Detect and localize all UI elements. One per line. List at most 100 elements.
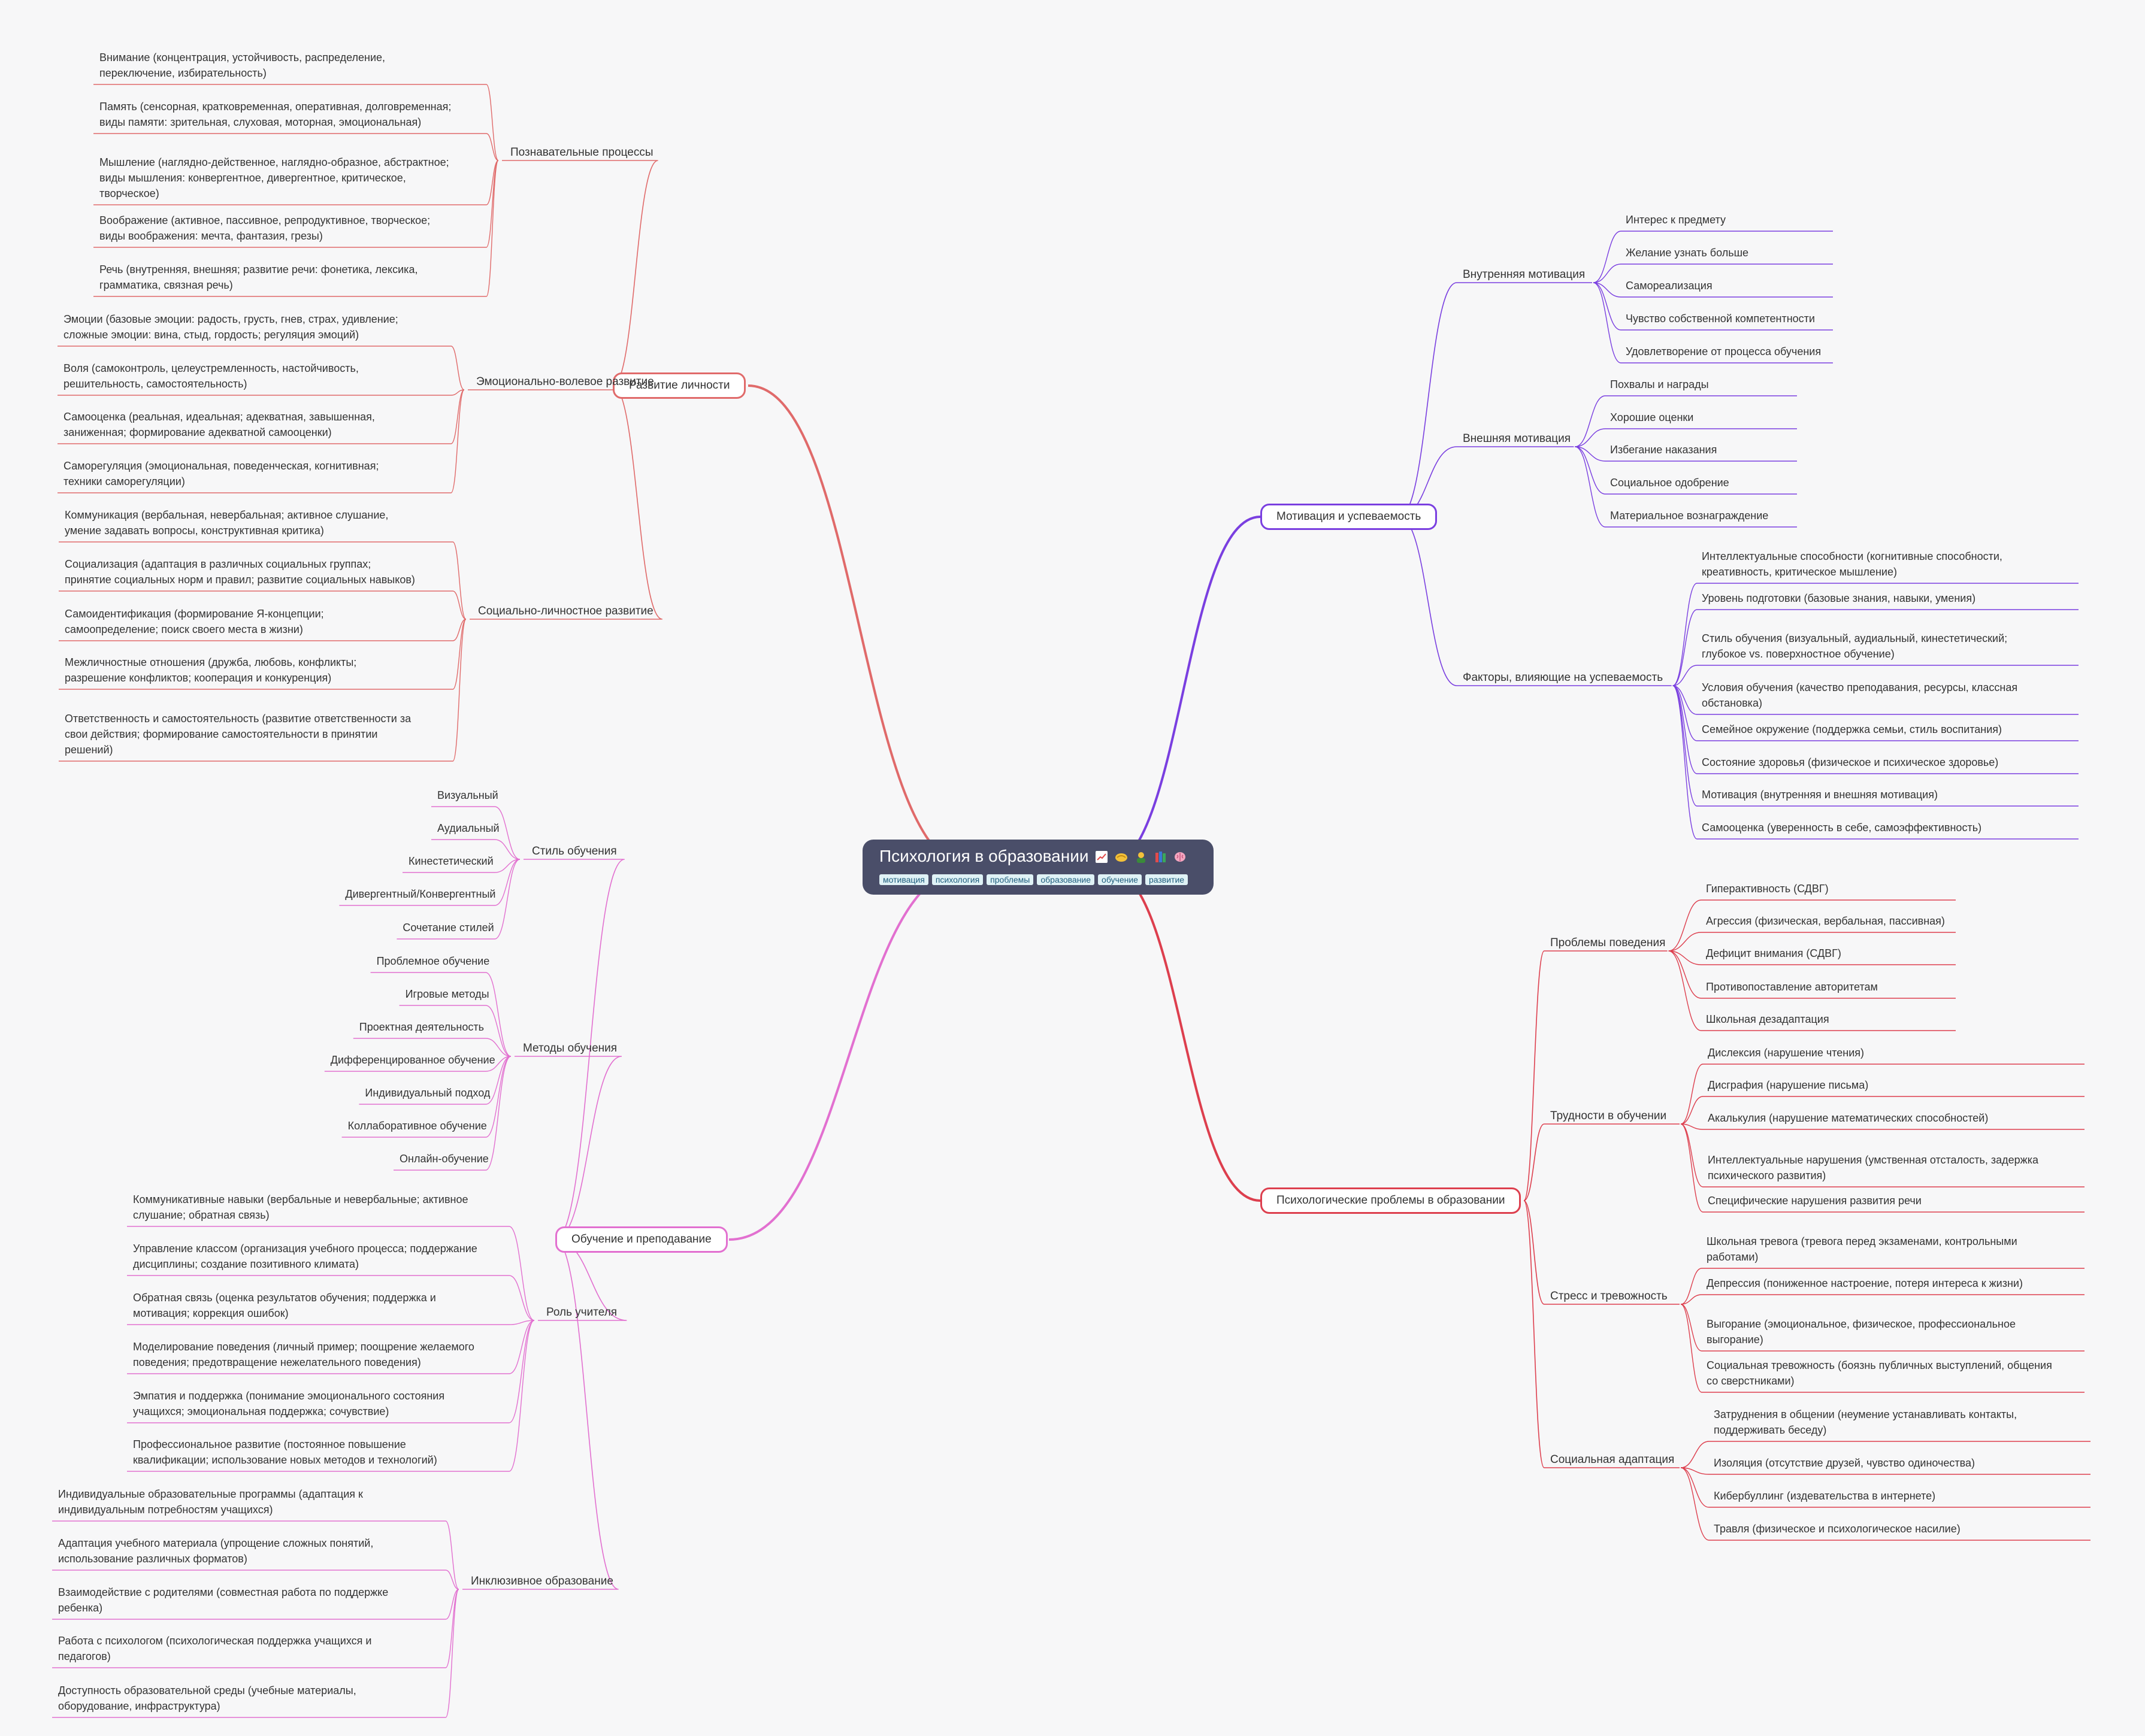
leaf-topic[interactable]: Кибербуллинг (издевательства в интернете… bbox=[1714, 1488, 1935, 1504]
leaf-topic[interactable]: Чувство собственной компетентности bbox=[1626, 311, 1815, 326]
leaf-topic[interactable]: Проектная деятельность bbox=[359, 1019, 484, 1035]
connector-line bbox=[1672, 685, 1698, 774]
leaf-topic[interactable]: Уровень подготовки (базовые знания, навы… bbox=[1702, 590, 1975, 606]
leaf-topic[interactable]: Моделирование поведения (личный пример; … bbox=[133, 1339, 474, 1370]
leaf-topic[interactable]: Онлайн-обучение bbox=[400, 1151, 489, 1167]
leaf-topic[interactable]: Интеллектуальные способности (когнитивны… bbox=[1702, 549, 2002, 580]
leaf-topic[interactable]: Эмоции (базовые эмоции: радость, грусть,… bbox=[63, 311, 398, 343]
leaf-topic[interactable]: Интерес к предмету bbox=[1626, 212, 1726, 228]
leaf-topic[interactable]: Визуальный bbox=[437, 787, 498, 803]
tag[interactable]: мотивация bbox=[879, 874, 928, 885]
leaf-topic[interactable]: Депрессия (пониженное настроение, потеря… bbox=[1707, 1276, 2023, 1291]
leaf-topic[interactable]: Самооценка (уверенность в себе, самоэффе… bbox=[1702, 820, 1981, 835]
leaf-topic[interactable]: Обратная связь (оценка результатов обуче… bbox=[133, 1290, 436, 1321]
leaf-topic[interactable]: Условия обучения (качество преподавания,… bbox=[1702, 680, 2017, 711]
leaf-topic[interactable]: Дифференцированное обучение bbox=[331, 1052, 495, 1068]
leaf-topic[interactable]: Специфические нарушения развития речи bbox=[1708, 1193, 1922, 1208]
subtopic[interactable]: Факторы, влияющие на успеваемость bbox=[1463, 671, 1663, 684]
leaf-topic[interactable]: Социализация (адаптация в различных соци… bbox=[65, 556, 415, 587]
branch-topic-motiv[interactable]: Мотивация и успеваемость bbox=[1260, 504, 1438, 530]
subtopic[interactable]: Внешняя мотивация bbox=[1463, 432, 1571, 445]
leaf-topic[interactable]: Травля (физическое и психологическое нас… bbox=[1714, 1521, 1961, 1537]
leaf-topic[interactable]: Похвалы и награды bbox=[1610, 377, 1709, 392]
leaf-topic[interactable]: Хорошие оценки bbox=[1610, 410, 1693, 425]
leaf-topic[interactable]: Коммуникация (вербальная, невербальная; … bbox=[65, 507, 388, 538]
leaf-topic[interactable]: Интеллектуальные нарушения (умственная о… bbox=[1708, 1152, 2038, 1183]
leaf-topic[interactable]: Работа с психологом (психологическая под… bbox=[58, 1633, 371, 1664]
leaf-topic[interactable]: Дислексия (нарушение чтения) bbox=[1708, 1045, 1864, 1061]
tag[interactable]: образование bbox=[1037, 874, 1095, 885]
leaf-topic[interactable]: Индивидуальный подход bbox=[365, 1085, 490, 1101]
leaf-topic[interactable]: Агрессия (физическая, вербальная, пассив… bbox=[1706, 913, 1945, 929]
leaf-topic[interactable]: Мотивация (внутренняя и внешняя мотиваци… bbox=[1702, 787, 1938, 802]
leaf-topic[interactable]: Саморегуляция (эмоциональная, поведенчес… bbox=[63, 458, 379, 489]
branch-topic-dev[interactable]: Развитие личности bbox=[613, 372, 746, 399]
leaf-topic[interactable]: Аудиальный bbox=[437, 820, 500, 836]
subtopic[interactable]: Методы обучения bbox=[523, 1042, 618, 1055]
tag[interactable]: психология bbox=[931, 874, 984, 885]
leaf-topic[interactable]: Изоляция (отсутствие друзей, чувство оди… bbox=[1714, 1455, 1975, 1471]
leaf-topic[interactable]: Взаимодействие с родителями (совместная … bbox=[58, 1584, 388, 1616]
leaf-topic[interactable]: Дисграфия (нарушение письма) bbox=[1708, 1077, 1868, 1093]
leaf-topic[interactable]: Кинестетический bbox=[409, 853, 494, 869]
subtopic[interactable]: Эмоционально-волевое развитие bbox=[476, 375, 654, 388]
subtopic[interactable]: Познавательные процессы bbox=[510, 146, 654, 159]
branch-topic-teach[interactable]: Обучение и преподавание bbox=[555, 1226, 728, 1253]
leaf-topic[interactable]: Проблемное обучение bbox=[377, 953, 490, 969]
leaf-topic[interactable]: Игровые методы bbox=[406, 986, 489, 1002]
subtopic[interactable]: Внутренняя мотивация bbox=[1463, 268, 1586, 281]
leaf-topic[interactable]: Стиль обучения (визуальный, аудиальный, … bbox=[1702, 631, 2007, 662]
leaf-topic[interactable]: Воля (самоконтроль, целеустремленность, … bbox=[63, 360, 359, 392]
leaf-topic[interactable]: Индивидуальные образовательные программы… bbox=[58, 1486, 363, 1517]
leaf-topic[interactable]: Сочетание стилей bbox=[403, 920, 494, 935]
leaf-topic[interactable]: Желание узнать больше bbox=[1626, 245, 1748, 260]
leaf-topic[interactable]: Мышление (наглядно-действенное, наглядно… bbox=[99, 154, 449, 201]
leaf-topic[interactable]: Профессиональное развитие (постоянное по… bbox=[133, 1437, 437, 1468]
leaf-topic[interactable]: Речь (внутренняя, внешняя; развитие речи… bbox=[99, 262, 417, 293]
leaf-topic[interactable]: Эмпатия и поддержка (понимание эмоционал… bbox=[133, 1388, 444, 1419]
leaf-topic[interactable]: Коммуникативные навыки (вербальные и нев… bbox=[133, 1192, 468, 1223]
leaf-topic[interactable]: Акалькулия (нарушение математических спо… bbox=[1708, 1110, 1988, 1126]
leaf-topic[interactable]: Дивергентный/Конвергентный bbox=[345, 886, 495, 902]
subtopic[interactable]: Социальная адаптация bbox=[1550, 1453, 1675, 1466]
subtopic[interactable]: Роль учителя bbox=[546, 1306, 618, 1319]
leaf-topic[interactable]: Межличностные отношения (дружба, любовь,… bbox=[65, 655, 356, 686]
leaf-topic[interactable]: Затруднения в общении (неумение устанавл… bbox=[1714, 1407, 2017, 1438]
leaf-topic[interactable]: Память (сенсорная, кратковременная, опер… bbox=[99, 99, 451, 130]
subtopic[interactable]: Инклюзивное образование bbox=[471, 1575, 613, 1587]
leaf-topic[interactable]: Социальная тревожность (боязнь публичных… bbox=[1707, 1358, 2052, 1389]
leaf-topic[interactable]: Выгорание (эмоциональное, физическое, пр… bbox=[1707, 1316, 2016, 1347]
leaf-topic[interactable]: Внимание (концентрация, устойчивость, ра… bbox=[99, 50, 385, 81]
branch-topic-probl[interactable]: Психологические проблемы в образовании bbox=[1260, 1187, 1521, 1214]
leaf-topic[interactable]: Доступность образовательной среды (учебн… bbox=[58, 1683, 356, 1714]
leaf-topic[interactable]: Самооценка (реальная, идеальная; адекват… bbox=[63, 409, 375, 440]
tag[interactable]: проблемы bbox=[987, 874, 1034, 885]
tag[interactable]: развитие bbox=[1145, 874, 1188, 885]
leaf-topic[interactable]: Дефицит внимания (СДВГ) bbox=[1706, 946, 1841, 961]
leaf-topic[interactable]: Управление классом (организация учебного… bbox=[133, 1241, 477, 1272]
leaf-topic[interactable]: Самореализация bbox=[1626, 278, 1713, 293]
leaf-topic[interactable]: Удовлетворение от процесса обучения bbox=[1626, 344, 1821, 359]
leaf-topic[interactable]: Семейное окружение (поддержка семьи, сти… bbox=[1702, 722, 2002, 737]
leaf-topic[interactable]: Противопоставление авторитетам bbox=[1706, 979, 1878, 995]
subtopic[interactable]: Стиль обучения bbox=[532, 845, 617, 858]
leaf-topic[interactable]: Ответственность и самостоятельность (раз… bbox=[65, 711, 411, 758]
leaf-topic[interactable]: Состояние здоровья (физическое и психиче… bbox=[1702, 755, 1998, 770]
leaf-topic[interactable]: Адаптация учебного материала (упрощение … bbox=[58, 1535, 373, 1567]
leaf-topic[interactable]: Материальное вознаграждение bbox=[1610, 508, 1768, 523]
subtopic[interactable]: Социально-личностное развитие bbox=[478, 605, 654, 617]
leaf-topic[interactable]: Самоидентификация (формирование Я-концеп… bbox=[65, 606, 324, 637]
subtopic[interactable]: Проблемы поведения bbox=[1550, 937, 1666, 949]
leaf-topic[interactable]: Воображение (активное, пассивное, репрод… bbox=[99, 213, 430, 244]
subtopic[interactable]: Стресс и тревожность bbox=[1550, 1290, 1668, 1302]
leaf-topic[interactable]: Социальное одобрение bbox=[1610, 475, 1729, 490]
leaf-topic[interactable]: Школьная тревога (тревога перед экзамена… bbox=[1707, 1234, 2017, 1265]
leaf-topic[interactable]: Коллаборативное обучение bbox=[348, 1118, 487, 1134]
subtopic[interactable]: Трудности в обучении bbox=[1550, 1110, 1667, 1122]
tag[interactable]: обучение bbox=[1098, 874, 1142, 885]
leaf-topic[interactable]: Школьная дезадаптация bbox=[1706, 1011, 1829, 1027]
leaf-topic[interactable]: Избегание наказания bbox=[1610, 442, 1717, 458]
leaf-topic[interactable]: Гиперактивность (СДВГ) bbox=[1706, 881, 1829, 896]
leaf-text-line: Хорошие оценки bbox=[1610, 411, 1694, 423]
